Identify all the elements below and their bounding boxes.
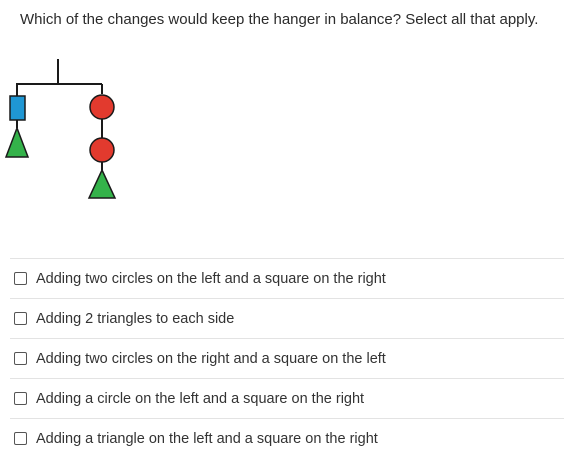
left-triangle-shape xyxy=(4,125,30,158)
right-circle-shape-2 xyxy=(89,137,115,163)
option-label: Adding two circles on the right and a sq… xyxy=(36,350,386,367)
option-checkbox[interactable] xyxy=(14,352,27,365)
option-label: Adding a triangle on the left and a squa… xyxy=(36,430,378,447)
right-circle-shape-1 xyxy=(89,94,115,120)
left-square-shape xyxy=(9,95,26,121)
option-label: Adding two circles on the left and a squ… xyxy=(36,270,386,287)
option-row[interactable]: Adding two circles on the left and a squ… xyxy=(10,258,564,298)
answer-options: Adding two circles on the left and a squ… xyxy=(10,258,564,458)
option-checkbox[interactable] xyxy=(14,392,27,405)
option-checkbox[interactable] xyxy=(14,432,27,445)
option-label: Adding a circle on the left and a square… xyxy=(36,390,365,407)
question-text: Which of the changes would keep the hang… xyxy=(20,11,539,28)
right-triangle-shape xyxy=(87,168,117,199)
option-row[interactable]: Adding a circle on the left and a square… xyxy=(10,378,564,418)
option-row[interactable]: Adding 2 triangles to each side xyxy=(10,298,564,338)
option-checkbox[interactable] xyxy=(14,312,27,325)
option-checkbox[interactable] xyxy=(14,272,27,285)
hanger-diagram xyxy=(4,59,117,199)
option-label: Adding 2 triangles to each side xyxy=(36,310,235,327)
option-row[interactable]: Adding two circles on the right and a sq… xyxy=(10,338,564,378)
option-row[interactable]: Adding a triangle on the left and a squa… xyxy=(10,418,564,458)
